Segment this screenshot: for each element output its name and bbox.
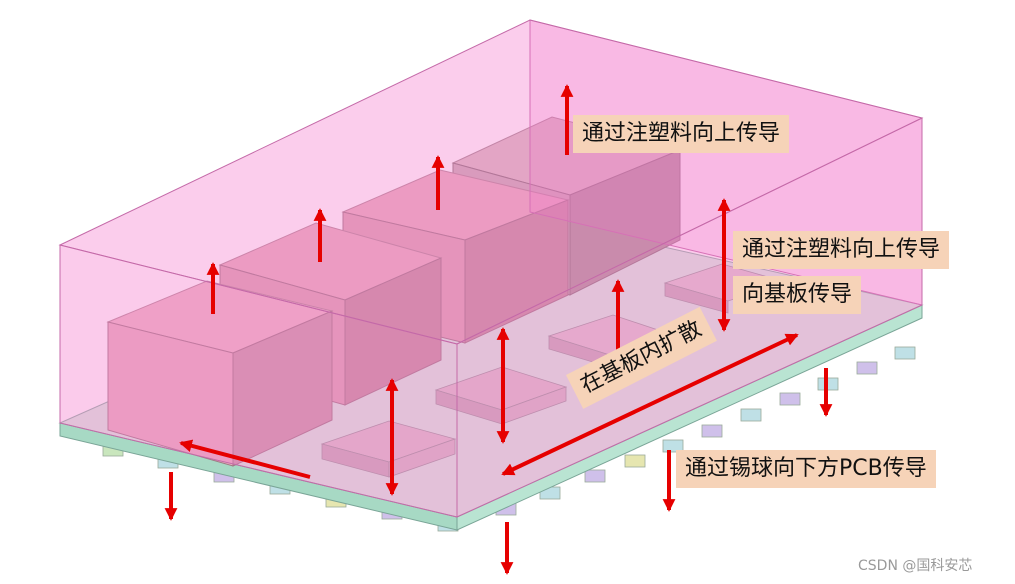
watermark: CSDN @国科安芯 xyxy=(858,558,973,574)
label-to-substrate: 向基板传导 xyxy=(733,276,862,314)
arrow-spread-diagonal xyxy=(501,333,799,476)
label-up-through-molding: 通过注塑料向上传导 xyxy=(573,115,790,153)
label-up-through-molding-2: 通过注塑料向上传导 xyxy=(733,231,950,269)
arrow-spread-left xyxy=(179,439,311,479)
heat-flow-arrows xyxy=(164,84,833,575)
label-down-through-solder-balls: 通过锡球向下方PCB传导 xyxy=(676,450,936,488)
